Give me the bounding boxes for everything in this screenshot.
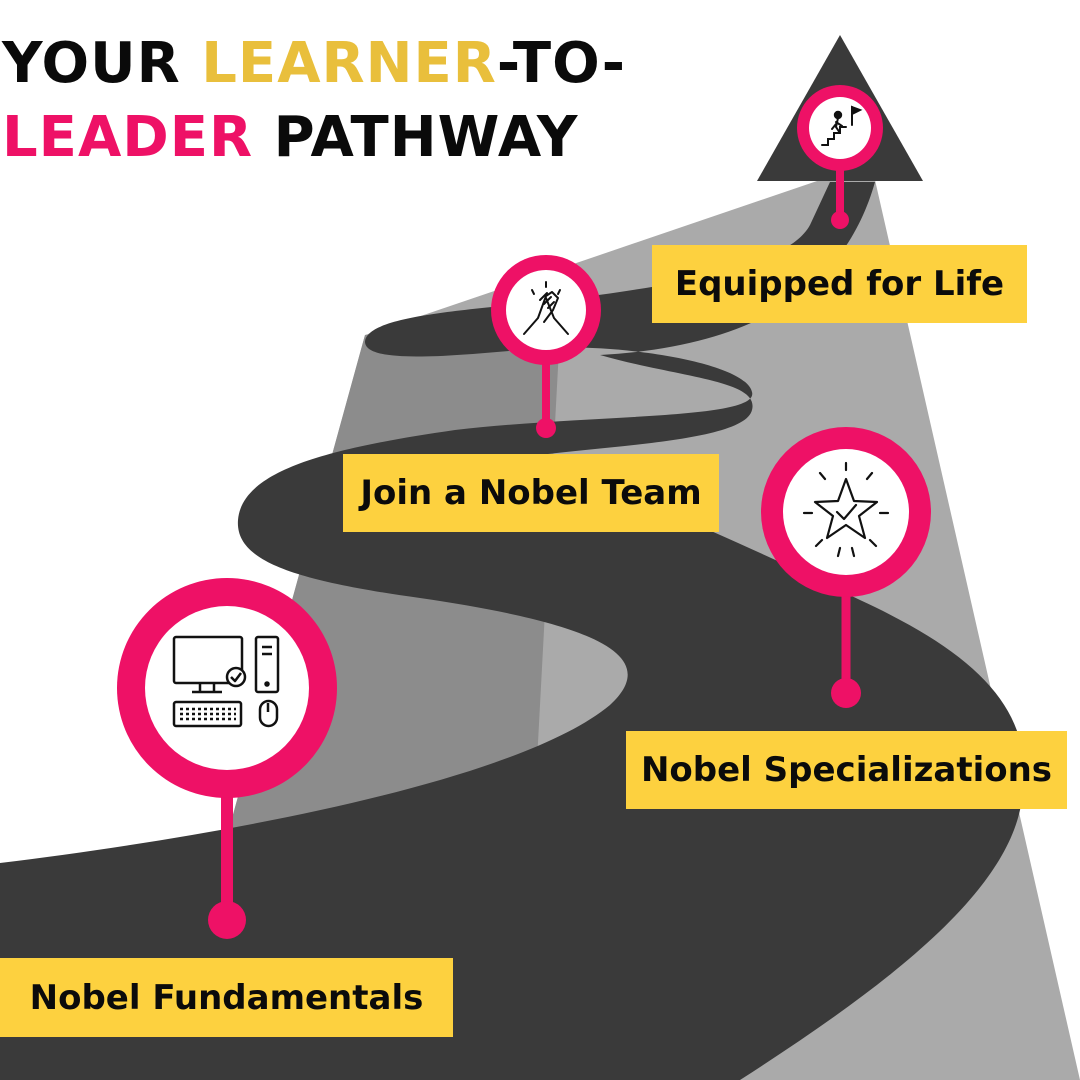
label-nobel-specializations: Nobel Specializations	[626, 731, 1067, 809]
computer-icon	[172, 635, 280, 728]
title-segment: LEADER	[2, 105, 254, 170]
pin-equipped	[797, 85, 883, 229]
handshake-icon	[523, 281, 569, 335]
climbing-flag-icon	[821, 105, 863, 146]
title-line-2: LEADER PATHWAY	[2, 110, 578, 166]
pin-fundamentals	[117, 578, 337, 939]
star-icon	[802, 461, 890, 558]
pin-team	[491, 255, 601, 438]
pin-specializations	[761, 427, 931, 708]
title-segment: -TO-	[496, 31, 626, 96]
title-segment: LEARNER	[201, 31, 497, 96]
title-segment: PATHWAY	[253, 105, 579, 170]
title-segment: YOUR	[2, 31, 202, 96]
label-equipped-for-life: Equipped for Life	[652, 245, 1027, 323]
label-join-a-nobel-team: Join a Nobel Team	[343, 454, 719, 532]
winding-road	[0, 182, 1025, 1080]
title-line-1: YOUR LEARNER-TO-	[2, 36, 626, 92]
label-nobel-fundamentals: Nobel Fundamentals	[0, 958, 453, 1037]
